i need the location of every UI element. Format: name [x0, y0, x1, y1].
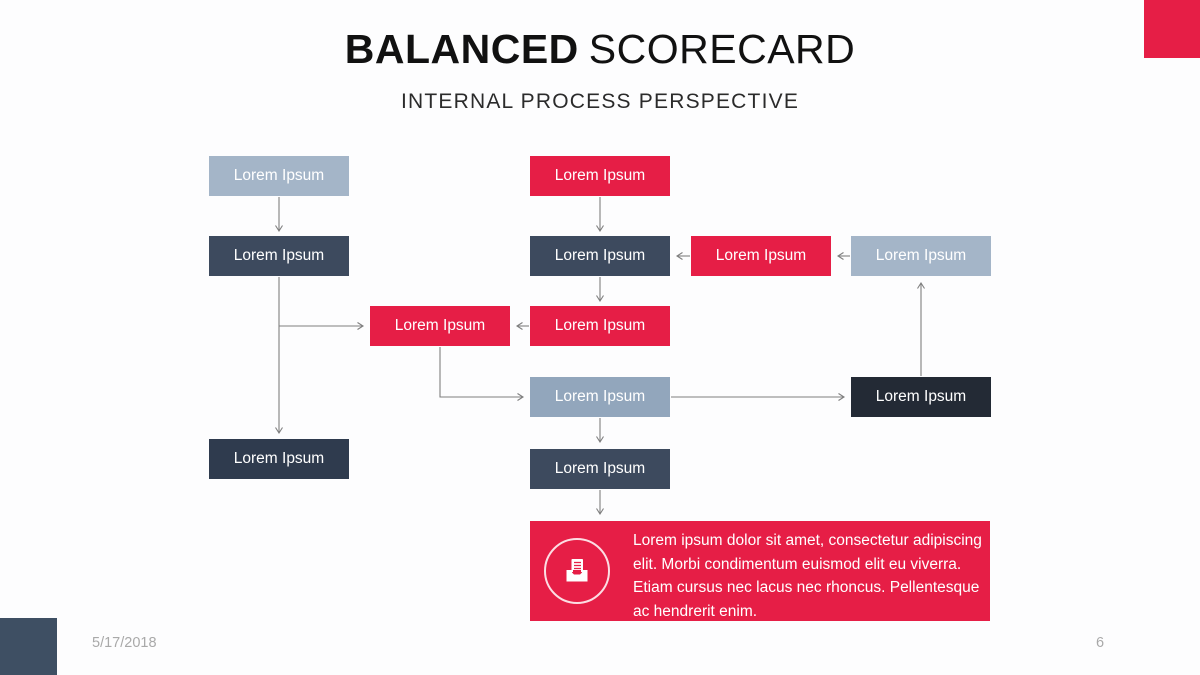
- document-tray-icon: [566, 559, 588, 582]
- callout-icon-circle: [544, 538, 610, 604]
- callout-panel: Lorem ipsum dolor sit amet, consectetur …: [530, 521, 990, 621]
- flow-box-5: Lorem Ipsum: [691, 236, 831, 276]
- flow-box-10: Lorem Ipsum: [851, 377, 991, 417]
- flow-box-8: Lorem Ipsum: [530, 306, 670, 346]
- footer-page-number: 6: [1096, 635, 1105, 651]
- flow-box-9: Lorem Ipsum: [530, 377, 670, 417]
- flow-box-3: Lorem Ipsum: [209, 236, 349, 276]
- corner-accent-red: [1144, 0, 1200, 58]
- flow-box-1: Lorem Ipsum: [209, 156, 349, 196]
- title-light-segment: SCORECARD: [588, 26, 856, 72]
- corner-accent-navy: [0, 618, 57, 675]
- callout-text: Lorem ipsum dolor sit amet, consectetur …: [633, 532, 982, 620]
- connector-box7-box9: [439, 347, 525, 401]
- flow-box-11: Lorem Ipsum: [209, 439, 349, 479]
- footer-date: 5/17/2018: [92, 635, 157, 651]
- flow-box-12: Lorem Ipsum: [530, 449, 670, 489]
- page-subtitle: INTERNAL PROCESS PERSPECTIVE: [400, 90, 800, 113]
- title-bold-segment: BALANCED: [344, 26, 579, 72]
- flow-box-2: Lorem Ipsum: [530, 156, 670, 196]
- flow-box-7: Lorem Ipsum: [370, 306, 510, 346]
- flow-box-6: Lorem Ipsum: [851, 236, 991, 276]
- flow-box-4: Lorem Ipsum: [530, 236, 670, 276]
